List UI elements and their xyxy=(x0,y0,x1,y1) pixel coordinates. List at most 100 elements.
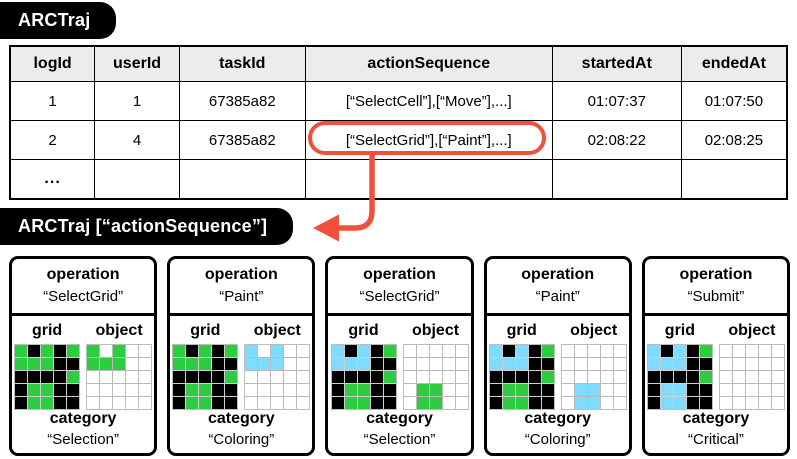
grid-cell xyxy=(660,358,673,370)
grid-cell xyxy=(403,358,416,370)
grid-cell xyxy=(54,371,67,383)
grid-cell xyxy=(245,371,258,383)
grid-cell xyxy=(613,371,626,383)
grid-cell xyxy=(383,358,396,370)
grid-cell xyxy=(41,345,54,357)
operation-section: operation “Paint” xyxy=(486,259,629,316)
grid-cell xyxy=(100,345,113,357)
grid-cell xyxy=(41,384,54,396)
grid-cell xyxy=(186,345,199,357)
table-cell: 67385a82 xyxy=(178,81,306,121)
grid-cell xyxy=(403,371,416,383)
grid-cell xyxy=(719,371,732,383)
grid-cell xyxy=(113,397,126,409)
grid-cell xyxy=(699,384,712,396)
grid-cell xyxy=(574,358,587,370)
operation-label: operation xyxy=(46,266,120,283)
operation-section: operation “Paint” xyxy=(170,259,313,316)
grid-cell xyxy=(771,397,784,409)
grid-cell xyxy=(357,358,370,370)
grid-cell xyxy=(212,358,225,370)
grid-cell xyxy=(245,358,258,370)
grid-cell xyxy=(41,358,54,370)
grid-cell xyxy=(28,358,41,370)
grid-cell xyxy=(758,358,771,370)
grid-matrix xyxy=(646,344,713,410)
grid-cell xyxy=(199,397,212,409)
action-card-1: operation “SelectGrid” grid object categ… xyxy=(9,256,158,456)
grid-cell xyxy=(673,345,686,357)
grid-cell xyxy=(297,371,310,383)
grids-section: grid object xyxy=(487,316,629,410)
grid-cell xyxy=(528,358,541,370)
grid-cell xyxy=(613,384,626,396)
table-cell: 02:08:22 xyxy=(551,120,682,160)
grid-cell xyxy=(344,371,357,383)
grid-cell xyxy=(344,358,357,370)
grid-cell xyxy=(403,345,416,357)
grid-cell xyxy=(489,358,502,370)
grid-cell xyxy=(331,358,344,370)
grid-cell xyxy=(587,358,600,370)
grid-cell xyxy=(15,345,28,357)
grid-cell xyxy=(429,358,442,370)
grid-cell xyxy=(528,384,541,396)
grid-cell xyxy=(502,358,515,370)
grid-cell xyxy=(600,358,613,370)
operation-label: operation xyxy=(521,266,595,283)
grid-cell xyxy=(647,358,660,370)
grid-cell xyxy=(15,358,28,370)
grid-cell xyxy=(673,384,686,396)
grid-cell xyxy=(212,371,225,383)
grid-cell xyxy=(284,384,297,396)
grid-cell xyxy=(139,345,152,357)
grid-cell xyxy=(719,358,732,370)
grid-cell xyxy=(429,397,442,409)
table-row-ellipsis: ... xyxy=(9,159,788,200)
table-row: 1 1 67385a82 [“SelectCell”],[“Move”],...… xyxy=(9,81,788,121)
grid-cell xyxy=(587,384,600,396)
grid-cell xyxy=(647,345,660,357)
grid-cell xyxy=(54,397,67,409)
grid-cell xyxy=(186,358,199,370)
object-label: object xyxy=(728,322,776,339)
grid-cell xyxy=(502,397,515,409)
grids-section: grid object xyxy=(170,316,312,410)
grid-cell xyxy=(271,397,284,409)
grid-cell xyxy=(113,345,126,357)
grid-cell xyxy=(758,397,771,409)
grid-cell xyxy=(745,397,758,409)
grid-cell xyxy=(771,358,784,370)
grid-cell xyxy=(660,384,673,396)
grid-cell xyxy=(719,384,732,396)
operation-section: operation “SelectGrid” xyxy=(12,259,155,316)
grid-cell xyxy=(284,345,297,357)
category-section: category “Coloring” xyxy=(170,410,312,456)
action-card-5: operation “Submit” grid object category … xyxy=(641,256,791,456)
grid-cell xyxy=(28,397,41,409)
grid-cell xyxy=(600,397,613,409)
grid-cell xyxy=(344,384,357,396)
action-card-3: operation “SelectGrid” grid object categ… xyxy=(325,256,474,456)
grid-cell xyxy=(416,397,429,409)
grid-cell xyxy=(297,358,310,370)
grid-cell xyxy=(528,371,541,383)
grids-section: grid object xyxy=(328,316,470,410)
grid-cell xyxy=(370,371,383,383)
grid-cell xyxy=(561,384,574,396)
operation-value: “SelectGrid” xyxy=(43,288,124,305)
grid-cell xyxy=(745,384,758,396)
grid-cell xyxy=(686,371,699,383)
grid-cell xyxy=(442,397,455,409)
grid-cell xyxy=(771,371,784,383)
grid-cell xyxy=(357,345,370,357)
grid-cell xyxy=(561,371,574,383)
grid-cell xyxy=(139,371,152,383)
table-cell-ellipsis: ... xyxy=(9,159,96,200)
grid-cell xyxy=(54,345,67,357)
grid-cell xyxy=(587,345,600,357)
grid-cell xyxy=(370,384,383,396)
grid-cell xyxy=(429,371,442,383)
grid-label: grid xyxy=(190,322,221,339)
